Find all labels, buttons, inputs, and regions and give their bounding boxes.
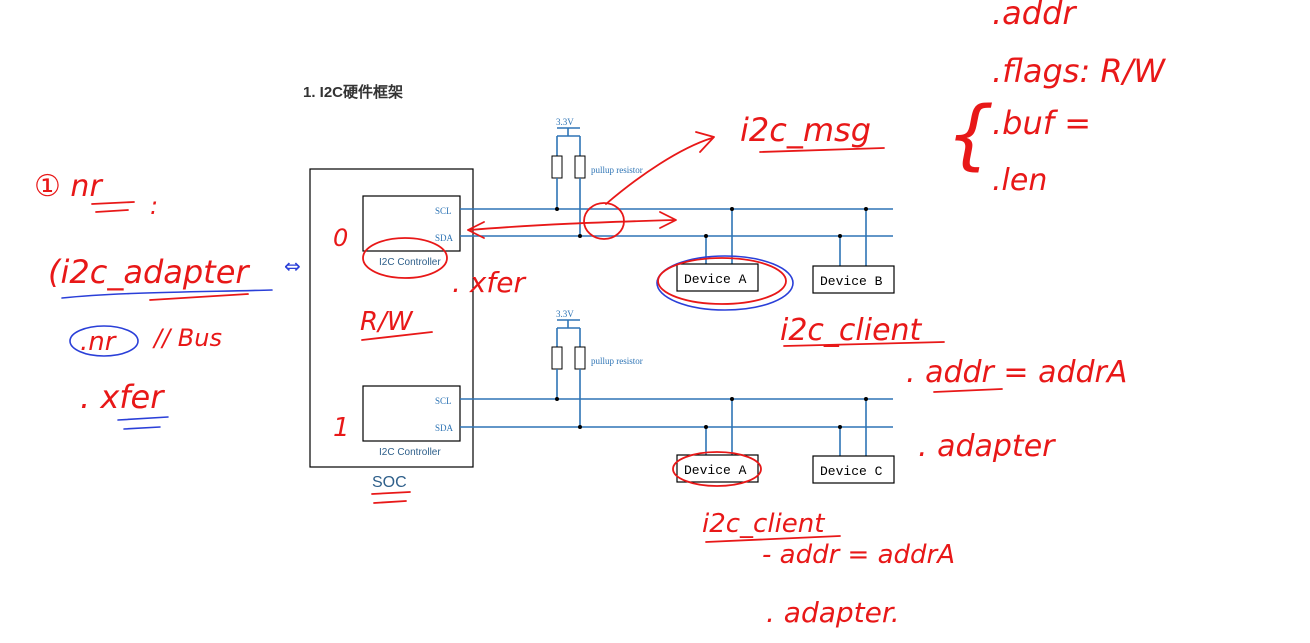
note-client1-underline <box>783 341 945 347</box>
bus-0-device-a-box <box>676 263 759 292</box>
note-nr-underline <box>91 201 135 213</box>
soc-label: SOC <box>372 474 407 491</box>
note-client1: i2c_client <box>780 313 923 348</box>
controller-0-label: I2C Controller <box>379 257 441 268</box>
note-device-a-1-circle <box>672 451 762 487</box>
note-rw-underline <box>361 331 433 341</box>
note-nr-bullet: ① nr <box>34 169 103 204</box>
note-client2-adapter: . adapter. <box>766 596 900 629</box>
note-adapter: (i2c_adapter <box>48 253 250 291</box>
controller-1-label: I2C Controller <box>379 447 441 458</box>
note-client2-underline <box>705 535 841 543</box>
note-msg-underline <box>759 147 885 153</box>
note-soc-underline <box>371 491 411 504</box>
bus-1-device-c-label: Device C <box>820 464 883 479</box>
note-client2-addr: - addr = addrA <box>762 540 955 570</box>
bus-1-resistor-label: pullup resistor <box>591 356 643 366</box>
note-msg: i2c_msg <box>740 111 871 149</box>
note-controller-circle <box>362 237 448 279</box>
note-xfer-underline <box>117 416 169 430</box>
note-msg-brace: { <box>946 89 994 178</box>
bus-1-supply-label: 3.3V <box>556 309 574 319</box>
note-xfer-field: . xfer <box>80 378 165 416</box>
bus-0-resistor-label: pullup resistor <box>591 165 643 175</box>
bus-0-device-a-label: Device A <box>684 272 747 287</box>
note-signal-circle <box>583 202 625 240</box>
note-bus-comment: // Bus <box>152 324 222 352</box>
bus-1 <box>460 319 893 456</box>
bus-0 <box>460 127 893 266</box>
note-nr-colon: : <box>150 192 158 220</box>
note-msg-buf: .buf = <box>992 104 1091 142</box>
note-adapter-arrow: ⇔ <box>284 254 301 278</box>
controller-0-sda-label: SDA <box>435 233 454 243</box>
note-msg-arrow <box>605 131 715 205</box>
controller-1-box <box>362 385 461 442</box>
note-msg-len: .len <box>992 163 1047 198</box>
note-rw: R/W <box>360 307 414 337</box>
note-adapter-underline-red <box>149 293 249 301</box>
note-msg-addr: .addr <box>992 0 1077 32</box>
bus-1-device-a-box <box>676 454 759 483</box>
note-client1-adapter: . adapter <box>918 429 1056 464</box>
bus-0-supply-label: 3.3V <box>556 117 574 127</box>
note-msg-flags: .flags: R/W <box>992 52 1166 90</box>
bus-0-device-b-label: Device B <box>820 274 883 289</box>
note-bus-num-0: 0 <box>333 224 348 252</box>
note-device-a-0-circle-blue <box>656 255 794 311</box>
note-client1-addr-underline <box>933 388 1003 393</box>
note-client1-addr: . addr = addrA <box>906 355 1127 390</box>
bus-1-device-c-box <box>812 455 895 484</box>
controller-0-scl-label: SCL <box>435 206 452 216</box>
controller-1-sda-label: SDA <box>435 423 454 433</box>
note-transfer-arrow <box>467 211 677 239</box>
note-device-a-0-circle-red <box>657 257 787 305</box>
controller-1-scl-label: SCL <box>435 396 452 406</box>
controller-0-box <box>362 195 461 252</box>
soc-box <box>309 168 474 468</box>
note-client2: i2c_client <box>702 509 825 539</box>
bus-1-device-a-label: Device A <box>684 463 747 478</box>
note-xfer-mid: . xfer <box>452 266 526 299</box>
note-nr-field: .nr <box>80 327 118 357</box>
note-bus-num-1: 1 <box>333 413 350 443</box>
heading: 1. I2C硬件框架 <box>303 83 403 101</box>
note-adapter-underline-blue <box>61 289 273 299</box>
note-nr-circle <box>69 325 139 357</box>
bus-0-device-b-box <box>812 265 895 294</box>
